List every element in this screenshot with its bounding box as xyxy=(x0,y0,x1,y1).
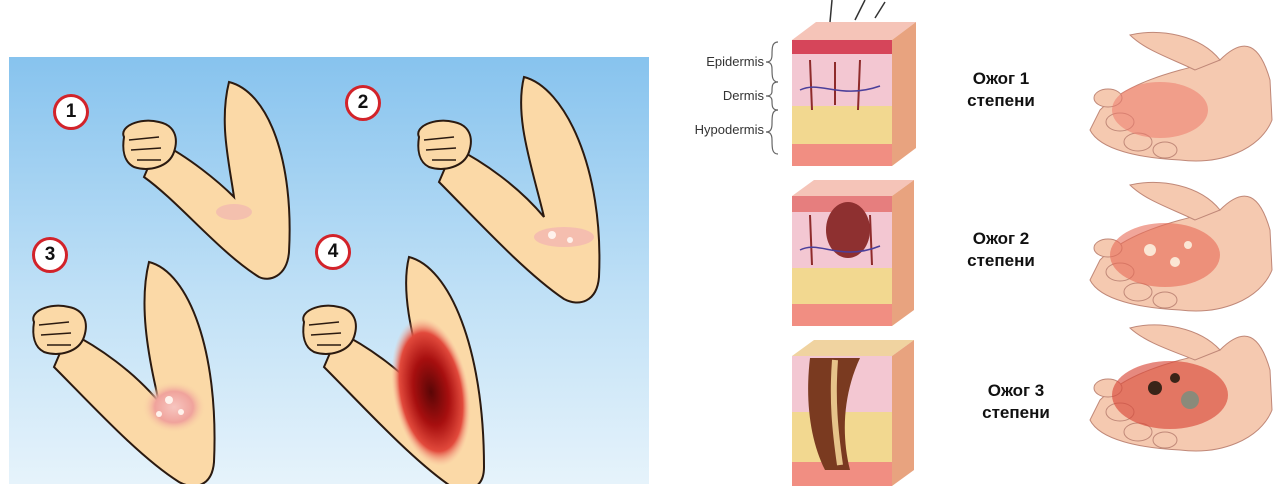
badge-1: 1 xyxy=(53,94,89,130)
arm-drawings xyxy=(9,57,649,484)
arm-3 xyxy=(33,262,214,484)
skin-block-2 xyxy=(792,180,914,326)
layer-brackets xyxy=(766,42,778,154)
badge-2: 2 xyxy=(345,85,381,121)
degree-1-line2: степени xyxy=(946,90,1056,112)
badge-4: 4 xyxy=(315,234,351,270)
degree-1-line1: Ожог 1 xyxy=(946,68,1056,90)
hand-1 xyxy=(1090,32,1272,161)
skin-block-3 xyxy=(792,340,914,486)
hand-2 xyxy=(1090,182,1272,311)
skin-block-1 xyxy=(792,0,916,166)
skin-burn-degrees-panel: Epidermis Dermis Hypodermis Ожог 1 степе… xyxy=(660,0,1279,490)
degree-3-line1: Ожог 3 xyxy=(961,380,1071,402)
label-epidermis: Epidermis xyxy=(680,54,764,69)
label-dermis: Dermis xyxy=(680,88,764,103)
hand-3 xyxy=(1090,325,1272,451)
degree-label-3: Ожог 3 степени xyxy=(961,380,1071,424)
arm-burn-illustration-panel: 1 2 3 4 xyxy=(9,57,649,484)
degree-2-line1: Ожог 2 xyxy=(946,228,1056,250)
label-hypodermis: Hypodermis xyxy=(674,122,764,137)
arm-4 xyxy=(303,257,484,484)
degree-label-1: Ожог 1 степени xyxy=(946,68,1056,112)
arm-1 xyxy=(123,82,289,279)
arm-2 xyxy=(418,77,599,303)
degree-2-line2: степени xyxy=(946,250,1056,272)
degree-label-2: Ожог 2 степени xyxy=(946,228,1056,272)
badge-3: 3 xyxy=(32,237,68,273)
degree-3-line2: степени xyxy=(961,402,1071,424)
